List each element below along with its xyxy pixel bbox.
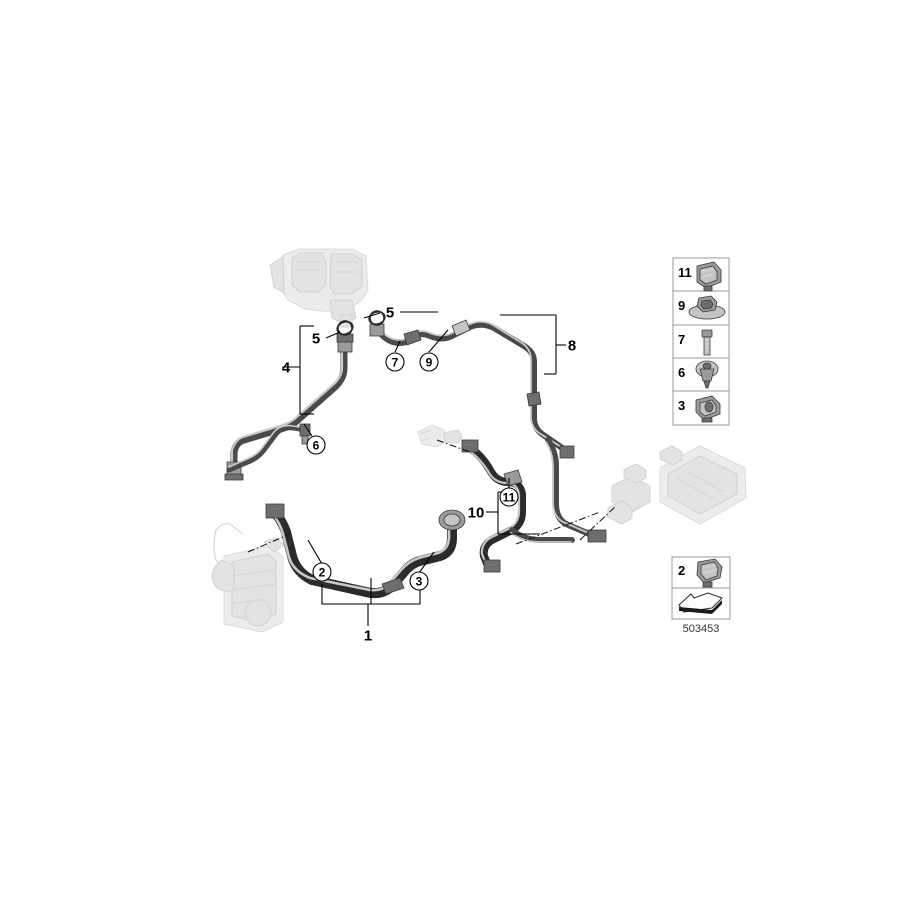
legend-icon-nut-with-plate-9 [688, 295, 726, 320]
leader-5b [363, 312, 381, 319]
parts-legend-upper: 11 9 7 6 3 [672, 257, 730, 426]
assembly-line-right-a [515, 511, 601, 545]
callout-label-3: 3 [416, 575, 423, 589]
callout-ring-11 [499, 487, 519, 507]
leader-5a [325, 331, 341, 339]
legend-icon-hose-clamp-11 [696, 261, 722, 292]
callout-3[interactable]: 3 [409, 571, 429, 591]
leader-2 [307, 539, 323, 565]
hose-assembly-1 [265, 503, 466, 599]
callout-ring-7 [385, 352, 405, 372]
hose-line-4 [224, 320, 354, 481]
callout-label-1: 1 [364, 628, 372, 645]
callout-label-6: 6 [313, 439, 320, 453]
callout-7[interactable]: 7 [385, 352, 405, 372]
legend-number-9: 9 [678, 298, 685, 313]
callout-label-5: 5 [386, 305, 394, 322]
callout-ring-6 [306, 435, 326, 455]
bracket-8 [500, 314, 566, 375]
callout-label-10: 10 [468, 505, 485, 522]
legend-icon-hose-clamp-2 [696, 558, 723, 588]
callout-6[interactable]: 6 [306, 435, 326, 455]
callout-ring-9 [419, 352, 439, 372]
legend-number-11: 11 [678, 265, 692, 280]
leader-9 [428, 329, 449, 353]
callout-ring-3 [409, 571, 429, 591]
hose-line-8 [368, 310, 575, 459]
callout-10[interactable]: 10 [468, 505, 485, 522]
callout-ring-2 [312, 562, 332, 582]
legend-number-2: 2 [678, 563, 685, 578]
callout-5[interactable]: 5 [312, 331, 320, 348]
hose-line-lower-right [509, 437, 607, 543]
hose-line-6 [226, 423, 311, 473]
legend-icon-tool-wedge [678, 592, 723, 614]
legend-icon-expanding-rivet-6 [695, 360, 719, 389]
callout-label-5: 5 [312, 331, 320, 348]
callout-4[interactable]: 4 [282, 360, 291, 377]
callout-5[interactable]: 5 [386, 305, 394, 322]
callout-8[interactable]: 8 [568, 338, 576, 355]
callout-label-11: 11 [503, 491, 516, 505]
legend-icon-hose-clamp-3 [695, 395, 721, 423]
assembly-line-right-b [579, 505, 617, 541]
callout-2[interactable]: 2 [312, 562, 332, 582]
bracket-1 [321, 578, 421, 626]
assembly-line-center [436, 439, 471, 453]
callout-label-9: 9 [426, 356, 433, 370]
ghost-component-heat-exchanger-left [211, 523, 285, 633]
legend-number-6: 6 [678, 365, 685, 380]
leader-7 [394, 340, 401, 353]
leader-3 [418, 551, 435, 574]
diagram-id-number: 503453 [683, 623, 720, 635]
ghost-component-engine-top [269, 248, 369, 328]
legend-icon-hex-bolt-7 [701, 329, 713, 356]
callout-label-2: 2 [319, 566, 326, 580]
hose-assembly-10 [461, 439, 526, 573]
callout-1[interactable]: 1 [364, 628, 372, 645]
callout-label-8: 8 [568, 338, 576, 355]
bracket-4 [282, 325, 314, 415]
callout-label-7: 7 [392, 356, 399, 370]
callout-label-4: 4 [282, 360, 291, 377]
legend-number-3: 3 [678, 398, 685, 413]
parts-legend-lower: 2 503453 [671, 556, 731, 635]
ghost-component-right [607, 445, 747, 525]
callout-11[interactable]: 11 [499, 487, 519, 507]
callout-layer: 1 2 3 4 5 5 6 7 8 9 10 11 [282, 305, 576, 645]
ghost-connector-center [417, 424, 463, 448]
leader-6 [303, 423, 313, 437]
callout-9[interactable]: 9 [419, 352, 439, 372]
legend-number-7: 7 [678, 332, 685, 347]
